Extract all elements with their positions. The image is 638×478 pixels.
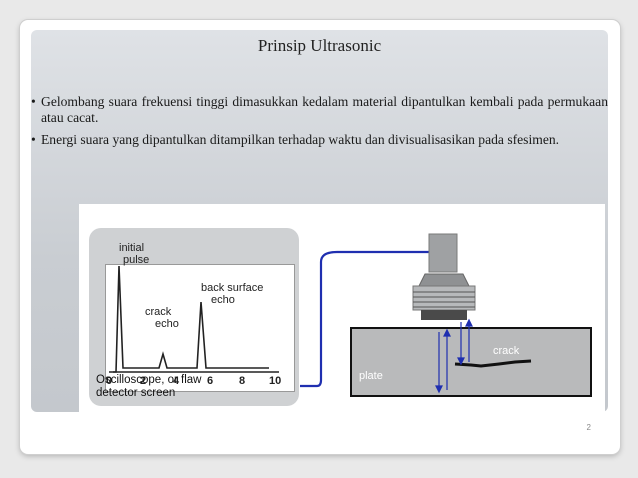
crack-echo-label: crack echo <box>145 306 179 330</box>
transducer-probe <box>412 233 476 320</box>
crack-line <box>454 359 532 368</box>
axis-tick-label: 4 <box>173 375 180 387</box>
bullet-item: • Gelombang suara frekuensi tinggi dimas… <box>31 94 608 126</box>
crack-label: crack <box>493 345 520 357</box>
slide-panel: Prinsip Ultrasonic • Gelombang suara fre… <box>31 30 608 434</box>
probe-cable <box>300 250 429 388</box>
bullet-text: Gelombang suara frekuensi tinggi dimasuk… <box>41 94 608 125</box>
bullet-text: Energi suara yang dipantulkan ditampilka… <box>41 132 560 147</box>
bullet-item: • Energi suara yang dipantulkan ditampil… <box>31 132 608 148</box>
signal-trace <box>113 265 269 373</box>
scope-caption: Oscilloscope, or flaw detector screen <box>96 374 202 399</box>
bullet-marker: • <box>31 132 36 147</box>
axis-tick-label: 10 <box>269 375 282 387</box>
initial-pulse-label: initial pulse <box>119 242 150 266</box>
axis-tick-label: 8 <box>239 375 246 387</box>
sound-path-arrows <box>435 318 473 394</box>
plate-label: plate <box>359 370 383 382</box>
axis-tick-label: 6 <box>207 375 214 387</box>
oscilloscope-body <box>89 228 299 406</box>
ultrasonic-diagram <box>109 233 592 397</box>
plate <box>350 327 592 397</box>
bullet-marker: • <box>31 94 36 109</box>
slide-number: 2 <box>586 423 591 432</box>
ultrasonic-figure: initial pulse crack echo back surface ec… <box>79 204 605 434</box>
axis-tick-label: 2 <box>140 375 147 387</box>
axis-tick-label: 0 <box>106 375 113 387</box>
slide-title: Prinsip Ultrasonic <box>257 36 382 55</box>
back-surface-echo-label: back surface echo <box>201 282 264 306</box>
